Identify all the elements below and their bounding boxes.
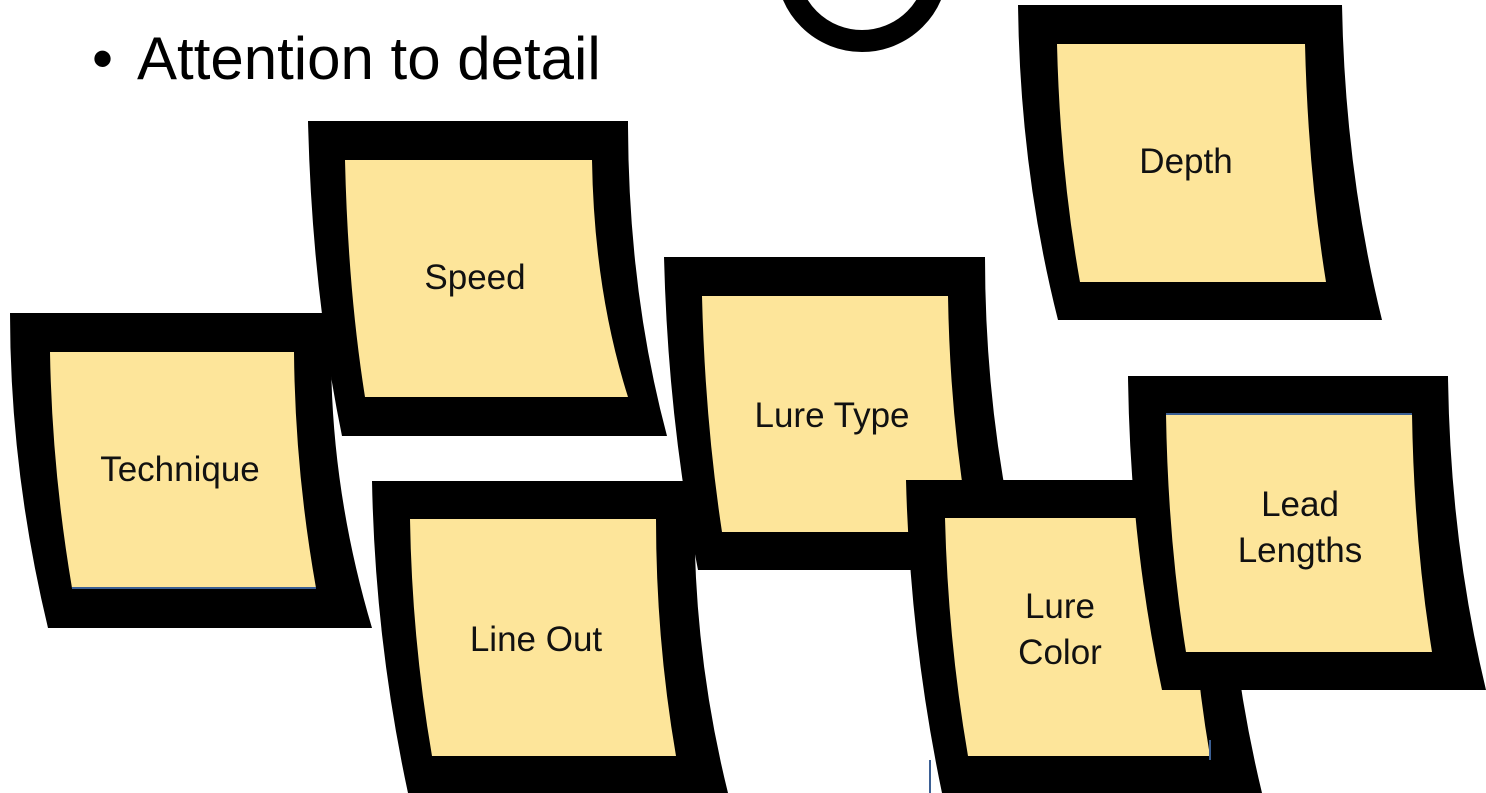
sticky-note-depth bbox=[1018, 5, 1382, 320]
sticky-note-line-out bbox=[372, 481, 728, 793]
bullet-point: • Attention to detail bbox=[92, 24, 601, 93]
sticky-note-speed bbox=[308, 121, 667, 436]
sticky-note-lead-lengths bbox=[1128, 376, 1486, 690]
bullet-text: Attention to detail bbox=[137, 25, 601, 92]
sticky-note-technique bbox=[10, 313, 372, 628]
note-label-line-out: Line Out bbox=[469, 620, 603, 659]
note-label-speed: Speed bbox=[424, 258, 526, 297]
bullet-dot-icon: • bbox=[92, 25, 114, 92]
note-label-technique: Technique bbox=[100, 450, 260, 489]
note-label-lure-type: Lure Type bbox=[754, 396, 910, 435]
note-label-lead-lengths: Lead Lengths bbox=[1237, 485, 1363, 570]
note-label-depth: Depth bbox=[1139, 142, 1233, 181]
note-label-lure-color: Lure Color bbox=[1018, 587, 1102, 672]
